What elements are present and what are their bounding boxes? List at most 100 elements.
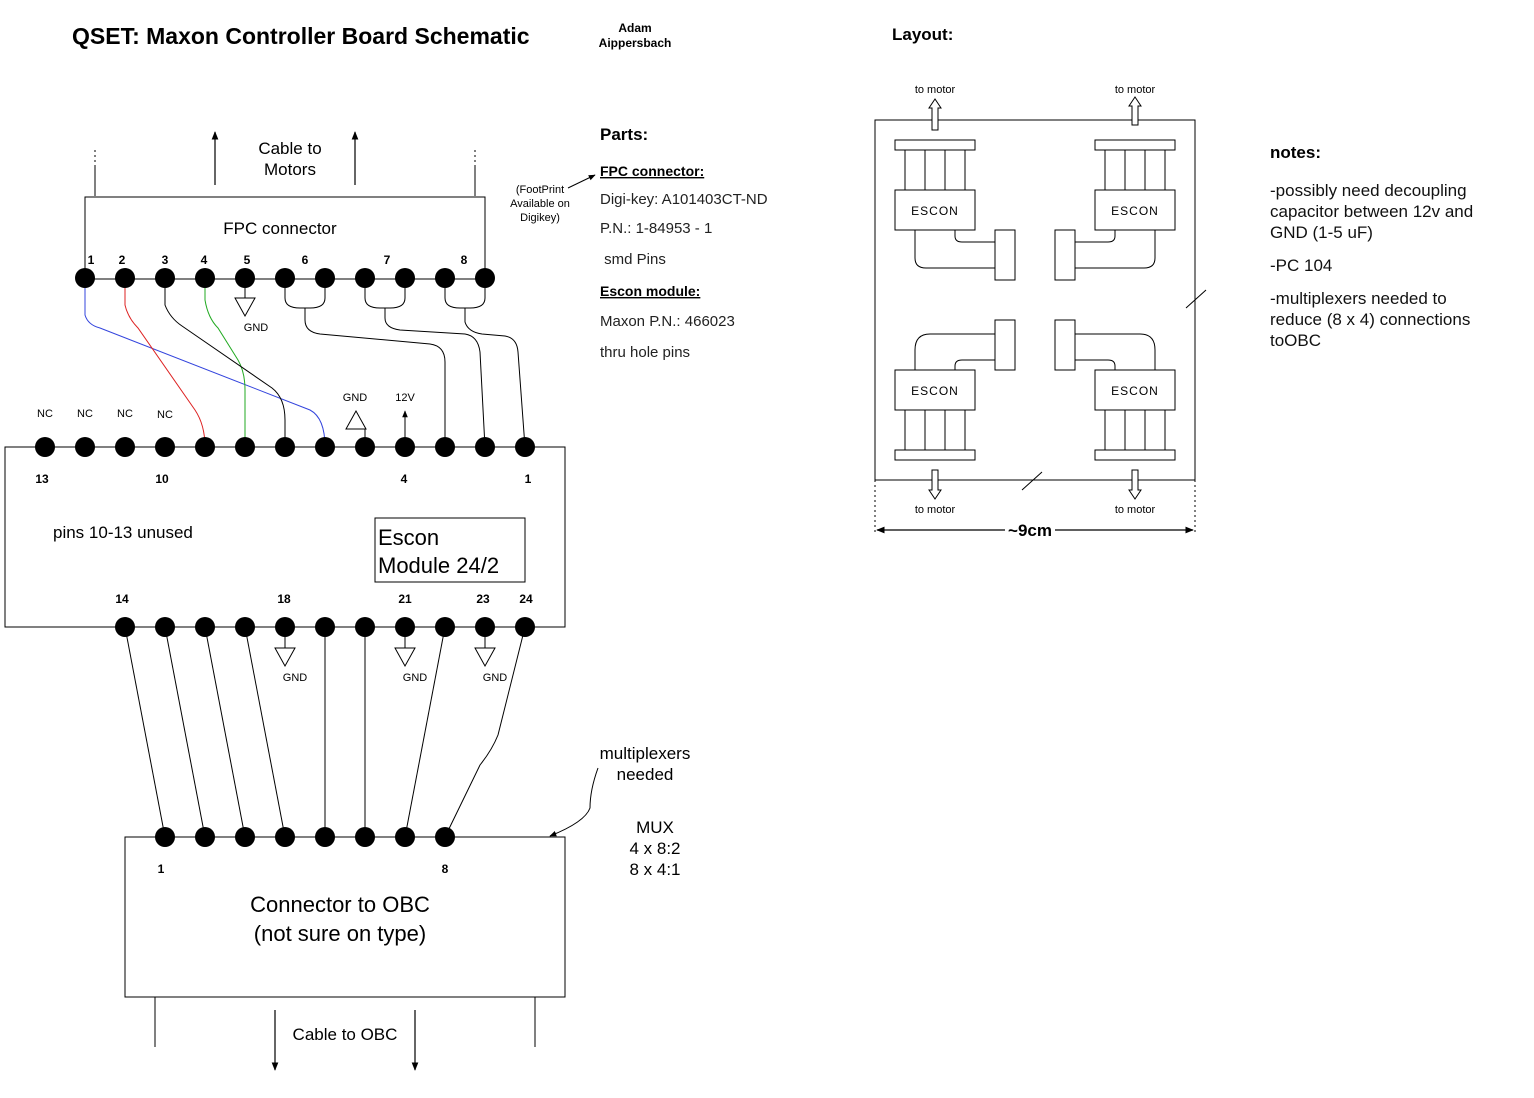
gnd-symbol: GND: [234, 278, 269, 334]
nc-labels: NC NC NC NC: [37, 408, 173, 421]
mux-text-line: 4 x 8:2: [629, 839, 680, 858]
to-motor-label: to motor: [915, 504, 956, 516]
nc-label: NC: [117, 408, 133, 420]
footprint-note-line: (FootPrint: [516, 184, 564, 196]
escon-top-pin-numbers: 13 10 4 1: [35, 472, 531, 486]
to-motor-label: to motor: [915, 84, 956, 96]
obc-pin-number: 1: [158, 862, 165, 876]
escon-pin-number: 23: [476, 592, 490, 606]
fpc-pin-number: 1: [88, 253, 95, 267]
note-line: toOBC: [1270, 331, 1321, 350]
nc-label: NC: [37, 408, 53, 420]
parts-heading: Parts:: [600, 125, 648, 144]
note-line: -multiplexers needed to: [1270, 289, 1447, 308]
escon-top-pin-dots: [35, 437, 535, 457]
mux-text-line: 8 x 4:1: [629, 860, 680, 879]
escon-part-line: Maxon P.N.: 466023: [600, 313, 735, 330]
page-title: QSET: Maxon Controller Board Schematic: [72, 23, 530, 49]
obc-pin-number: 8: [442, 862, 449, 876]
fpc-part-line: P.N.: 1-84953 - 1: [600, 220, 712, 237]
fpc-part-line: smd Pins: [600, 251, 666, 268]
cable-to-obc: Cable to OBC: [154, 997, 536, 1071]
escon-module-label-line1: Escon: [378, 525, 439, 550]
layout-escon-label: ESCON: [1111, 384, 1159, 398]
obc-pin-dots: [155, 827, 455, 847]
gnd-label: GND: [483, 672, 508, 684]
nc-label: NC: [77, 408, 93, 420]
multiplexers-note-line2: needed: [617, 765, 674, 784]
author-first-name: Adam: [618, 21, 651, 35]
cable-to-motors-line2: Motors: [264, 160, 316, 179]
parts-list: Parts: FPC connector: Digi-key: A101403C…: [600, 125, 768, 361]
layout-escon-label: ESCON: [1111, 204, 1159, 218]
fpc-pin-number: 5: [244, 253, 251, 267]
layout-heading: Layout:: [892, 25, 953, 44]
fpc-pin-number: 3: [162, 253, 169, 267]
obc-connector: Connector to OBC (not sure on type) 1 8: [124, 836, 566, 998]
footprint-note-line: Available on: [510, 198, 570, 210]
layout-escon-top-left: [894, 139, 1016, 281]
cable-to-motors: Cable to Motors: [94, 131, 476, 196]
note-line: GND (1-5 uF): [1270, 223, 1373, 242]
escon-pin-number: 10: [155, 472, 169, 486]
footprint-note: (FootPrint Available on Digikey): [510, 174, 596, 224]
notes-heading: notes:: [1270, 143, 1321, 162]
v12-label: 12V: [395, 392, 415, 404]
fpc-pin-number: 6: [302, 253, 309, 267]
escon-module-label-line2: Module 24/2: [378, 553, 499, 578]
escon-part-line: thru hole pins: [600, 344, 690, 361]
gnd-label: GND: [403, 672, 428, 684]
note-line: reduce (8 x 4) connections: [1270, 310, 1470, 329]
gnd-label: GND: [244, 322, 269, 334]
pins-unused-note: pins 10-13 unused: [53, 523, 193, 542]
fpc-pin-number: 2: [119, 253, 126, 267]
fpc-connector-label: FPC connector: [223, 219, 337, 238]
layout-escon-top-right: [1054, 139, 1176, 281]
layout-escon-label: ESCON: [911, 384, 959, 398]
escon-pin-number: 4: [401, 472, 408, 486]
multiplexers-note: multiplexers needed MUX 4 x 8:2 8 x 4:1: [549, 744, 691, 879]
escon-pin-number: 1: [525, 472, 532, 486]
escon-bottom-pin-numbers: 14 18 21 23 24: [115, 592, 533, 606]
author-last-name: Aippersbach: [599, 36, 672, 50]
escon-bottom-grounds: GND GND GND: [274, 627, 508, 684]
layout-dimension: ~9cm: [874, 480, 1196, 540]
escon-pin-number: 21: [398, 592, 412, 606]
escon-top-power: GND 12V: [343, 392, 415, 447]
gnd-label: GND: [343, 392, 368, 404]
footprint-note-line: Digikey): [520, 212, 560, 224]
escon-parts-heading: Escon module:: [600, 283, 700, 299]
dimension-label: ~9cm: [1008, 521, 1052, 540]
escon-pin-number: 14: [115, 592, 129, 606]
notes: notes: -possibly need decoupling capacit…: [1270, 143, 1473, 350]
escon-pin-number: 13: [35, 472, 49, 486]
cable-to-obc-label: Cable to OBC: [293, 1025, 398, 1044]
layout-escon-bottom-right: [1054, 319, 1176, 461]
note-line: -possibly need decoupling: [1270, 181, 1467, 200]
cable-to-motors-line1: Cable to: [258, 139, 321, 158]
note-line: -PC 104: [1270, 256, 1332, 275]
fpc-pin-number: 7: [384, 253, 391, 267]
fpc-pin-number: 8: [461, 253, 468, 267]
fpc-part-line: Digi-key: A101403CT-ND: [600, 191, 768, 208]
escon-bottom-pin-dots: [115, 617, 535, 637]
fpc-pin-dots: [75, 268, 495, 288]
multiplexers-note-line1: multiplexers: [600, 744, 691, 763]
obc-connector-label-line1: Connector to OBC: [250, 892, 430, 917]
layout-escon-bottom-left: [894, 319, 1016, 461]
escon-pin-number: 18: [277, 592, 291, 606]
to-motor-label: to motor: [1115, 84, 1156, 96]
layout-escon-label: ESCON: [911, 204, 959, 218]
fpc-to-escon-wires: [84, 278, 526, 448]
obc-connector-label-line2: (not sure on type): [254, 921, 426, 946]
fpc-pin-numbers: 1 2 3 4 5 6 7 8: [88, 253, 468, 267]
escon-module: Escon Module 24/2 pins 10-13 unused: [4, 446, 566, 628]
gnd-label: GND: [283, 672, 308, 684]
fpc-pin-number: 4: [201, 253, 208, 267]
mux-text-line: MUX: [636, 818, 674, 837]
to-motor-label: to motor: [1115, 504, 1156, 516]
nc-label: NC: [157, 409, 173, 421]
escon-to-obc-wires: [124, 626, 526, 838]
fpc-connector: FPC connector: [84, 196, 486, 280]
